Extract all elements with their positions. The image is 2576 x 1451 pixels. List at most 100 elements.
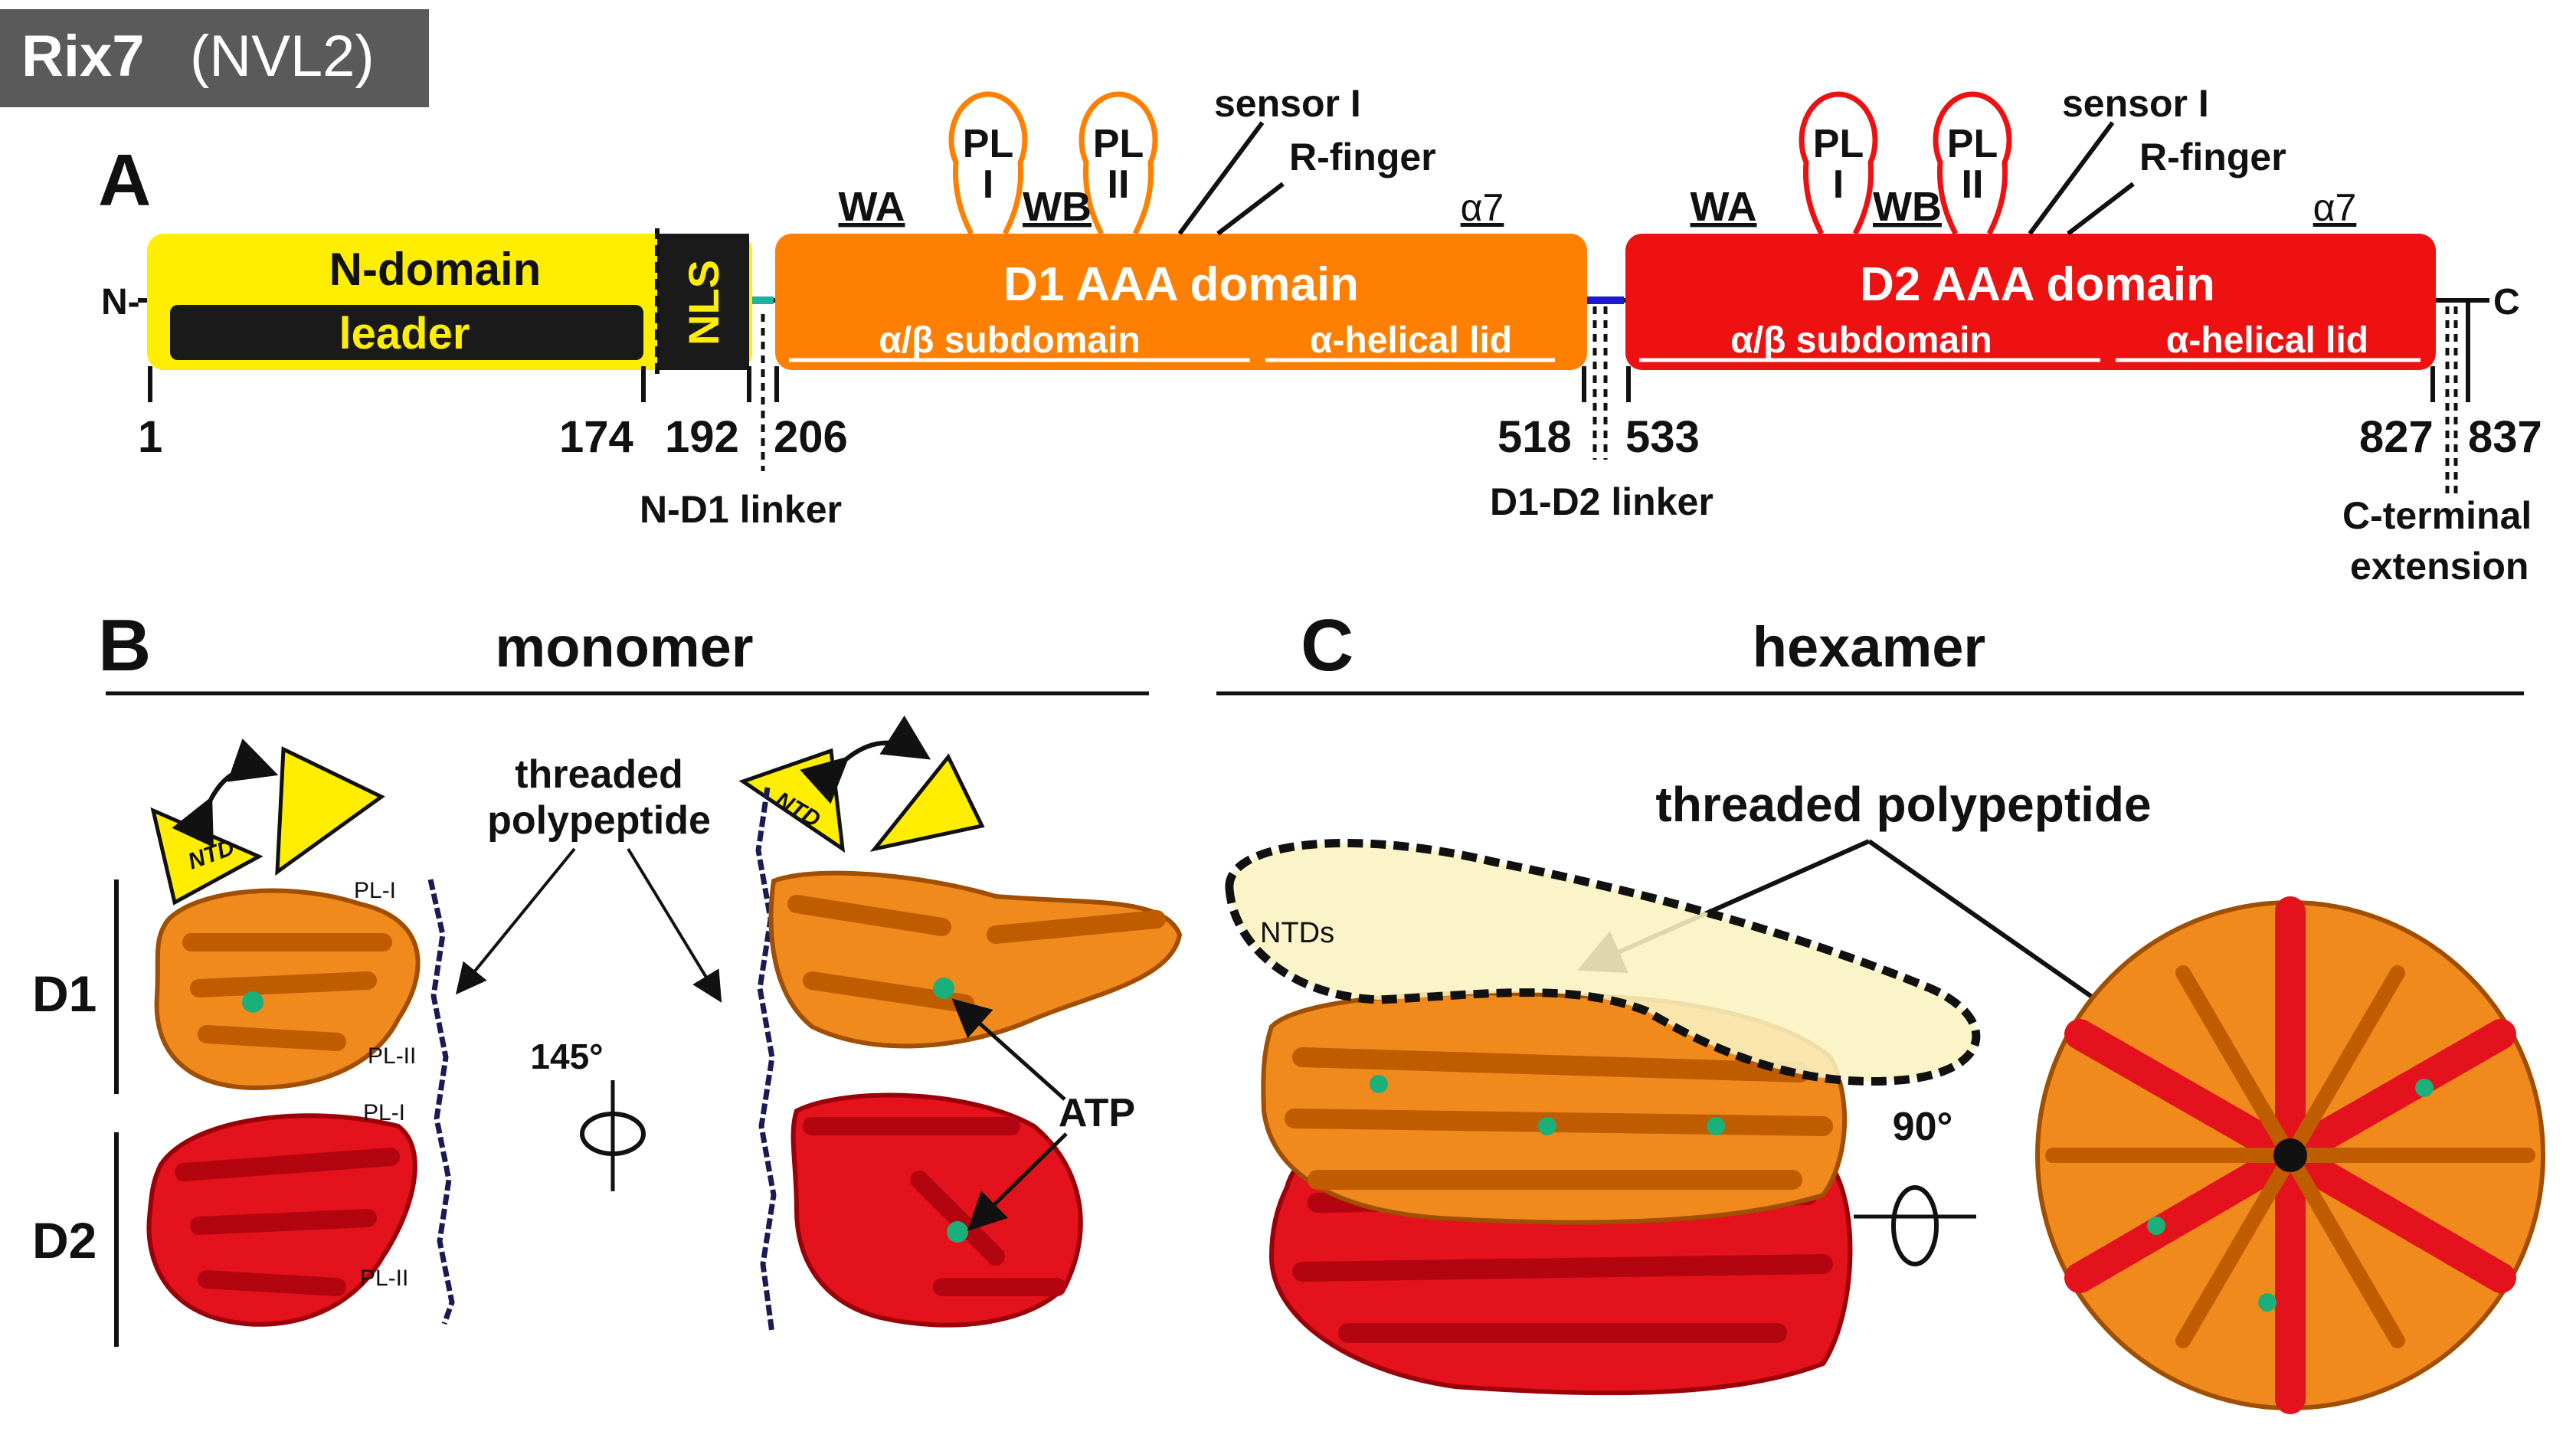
d2-walker-b: WB [1873, 184, 1942, 230]
d2-rfinger-pointer [2067, 182, 2135, 236]
ntd-triangle-left-b [275, 746, 385, 876]
leader-box [170, 305, 643, 360]
residue-174: 174 [559, 412, 633, 462]
d2-walker-a: WA [1691, 184, 1757, 230]
panel-a-label: A [98, 139, 151, 221]
d1-pl2-bottom: II [1108, 162, 1130, 207]
rotation-90: 90° [1893, 1105, 1953, 1149]
cterm-label-line1: C-terminal [2342, 494, 2532, 537]
threaded-arrow-right [627, 847, 722, 1003]
leader-label: leader [339, 309, 470, 359]
d2-box [1625, 234, 2436, 370]
rotation-circle-c [1891, 1185, 1939, 1266]
panel-a: A N- C N-domain leader NLS PL I PL II WA… [98, 82, 2542, 588]
atp-arrow-d2 [967, 1132, 1068, 1232]
ntd-swing-arrow-left [172, 738, 279, 848]
polypeptide-left [427, 879, 455, 1325]
d1-pl1-loop [948, 91, 1028, 235]
d2-aaa-domain: PL I PL II WA WB sensor I R-finger α7 D2… [1625, 82, 2436, 370]
polypeptide-right [755, 787, 777, 1334]
left-d1-pl-ii: PL-II [368, 1043, 416, 1069]
atp-arrow-d1 [951, 998, 1066, 1101]
ntd-swing-arrow-right [800, 715, 931, 804]
n-domain-label: N-domain [329, 244, 542, 295]
residue-518: 518 [1497, 412, 1572, 462]
threaded-label-line2: polypeptide [487, 798, 711, 843]
d1-ab-subdomain: α/β subdomain [879, 320, 1140, 361]
d1-box [775, 234, 1587, 370]
monomer-left-d1 [154, 888, 421, 1091]
panel-c: C hexamer threaded polypeptide NTDs 90° [1216, 604, 2545, 1414]
d2-alpha7-label: α7 [2313, 186, 2357, 229]
threaded-label-line1: threaded [515, 752, 683, 797]
nls-label: NLS [679, 260, 728, 346]
d1-label: D1 [32, 965, 97, 1022]
atp-label: ATP [1059, 1091, 1135, 1135]
threaded-arrow-left [455, 847, 576, 995]
nls-box [657, 234, 749, 370]
d1-walker-b: WB [1023, 184, 1092, 230]
hexamer-threaded-label: threaded polypeptide [1655, 777, 2151, 832]
d1-domain-label: D1 AAA domain [1003, 258, 1359, 311]
title-protein: Rix7 [21, 24, 145, 89]
panel-b-label: B [98, 604, 151, 686]
d2-pl1-top: PL [1813, 122, 1864, 166]
monomer-right-d2 [790, 1092, 1083, 1328]
residue-827: 827 [2359, 412, 2434, 462]
left-d1-pl-i: PL-I [354, 878, 396, 903]
panel-b: B monomer D1 D2 NTD NTD threaded polypep… [32, 604, 1183, 1347]
residue-837: 837 [2468, 412, 2542, 462]
residue-533: 533 [1625, 412, 1700, 462]
ntd-cloud [1225, 838, 1981, 1086]
residue-192: 192 [665, 412, 739, 462]
hexamer-side-view [1261, 991, 1853, 1396]
d2-pl1-bottom: I [1833, 162, 1844, 207]
d2-helical-lid: α-helical lid [2166, 320, 2368, 361]
residue-206: 206 [774, 412, 848, 462]
rotation-circle-b [580, 1112, 646, 1156]
ntds-label: NTDs [1260, 917, 1334, 949]
d1-sensor-label: sensor I [1214, 82, 1361, 125]
hexamer-top-view [2035, 896, 2545, 1414]
d1-walker-a: WA [839, 184, 905, 230]
left-d2-pl-ii: PL-II [360, 1266, 408, 1291]
d2-label: D2 [32, 1212, 97, 1269]
ntd-triangle-right-b [869, 753, 985, 852]
d1-pl2-top: PL [1093, 122, 1144, 166]
figure-title: Rix7 (NVL2) [0, 9, 429, 107]
d1-rfinger-label: R-finger [1289, 136, 1436, 179]
cterm-label-line2: extension [2350, 545, 2529, 588]
d1-rfinger-pointer [1216, 182, 1285, 236]
panel-c-label: C [1301, 604, 1353, 686]
d2-ab-subdomain: α/β subdomain [1730, 320, 1992, 361]
d2-domain-label: D2 AAA domain [1860, 258, 2215, 311]
d1-aaa-domain: PL I PL II WA WB sensor I R-finger α7 D1… [775, 82, 1587, 370]
d2-pl2-loop [1933, 91, 2012, 235]
title-alias: (NVL2) [190, 24, 375, 89]
residue-1: 1 [138, 412, 162, 462]
d1-pl1-bottom: I [983, 162, 993, 207]
monomer-left-d2 [146, 1113, 417, 1327]
linker-dashes [761, 306, 2458, 498]
rotation-145: 145° [530, 1037, 603, 1076]
n-terminus: N- [101, 282, 140, 323]
panel-b-title: monomer [495, 615, 753, 679]
d2-pl2-top: PL [1947, 122, 1998, 166]
d1d2-linker-label: D1-D2 linker [1490, 480, 1714, 523]
d2-rfinger-label: R-finger [2139, 136, 2286, 179]
d1-helical-lid: α-helical lid [1310, 320, 1512, 361]
nd1-linker-label: N-D1 linker [640, 488, 842, 531]
c-terminus: C [2493, 282, 2520, 323]
d2-pl2-bottom: II [1962, 162, 1984, 207]
d1-pl2-loop [1079, 91, 1158, 235]
d1-sensor-pointer [1177, 121, 1265, 235]
residue-ticks [148, 300, 2470, 402]
residue-labels: 1 174 192 206 518 533 827 837 [138, 412, 2542, 462]
linker-labels: N-D1 linker D1-D2 linker C-terminal exte… [640, 480, 2532, 588]
d2-pl1-loop [1799, 91, 1878, 235]
monomer-right-d1 [768, 870, 1183, 1049]
d2-sensor-pointer [2028, 121, 2115, 235]
d1-alpha7-label: α7 [1461, 186, 1504, 229]
left-d2-pl-i: PL-I [363, 1100, 405, 1125]
